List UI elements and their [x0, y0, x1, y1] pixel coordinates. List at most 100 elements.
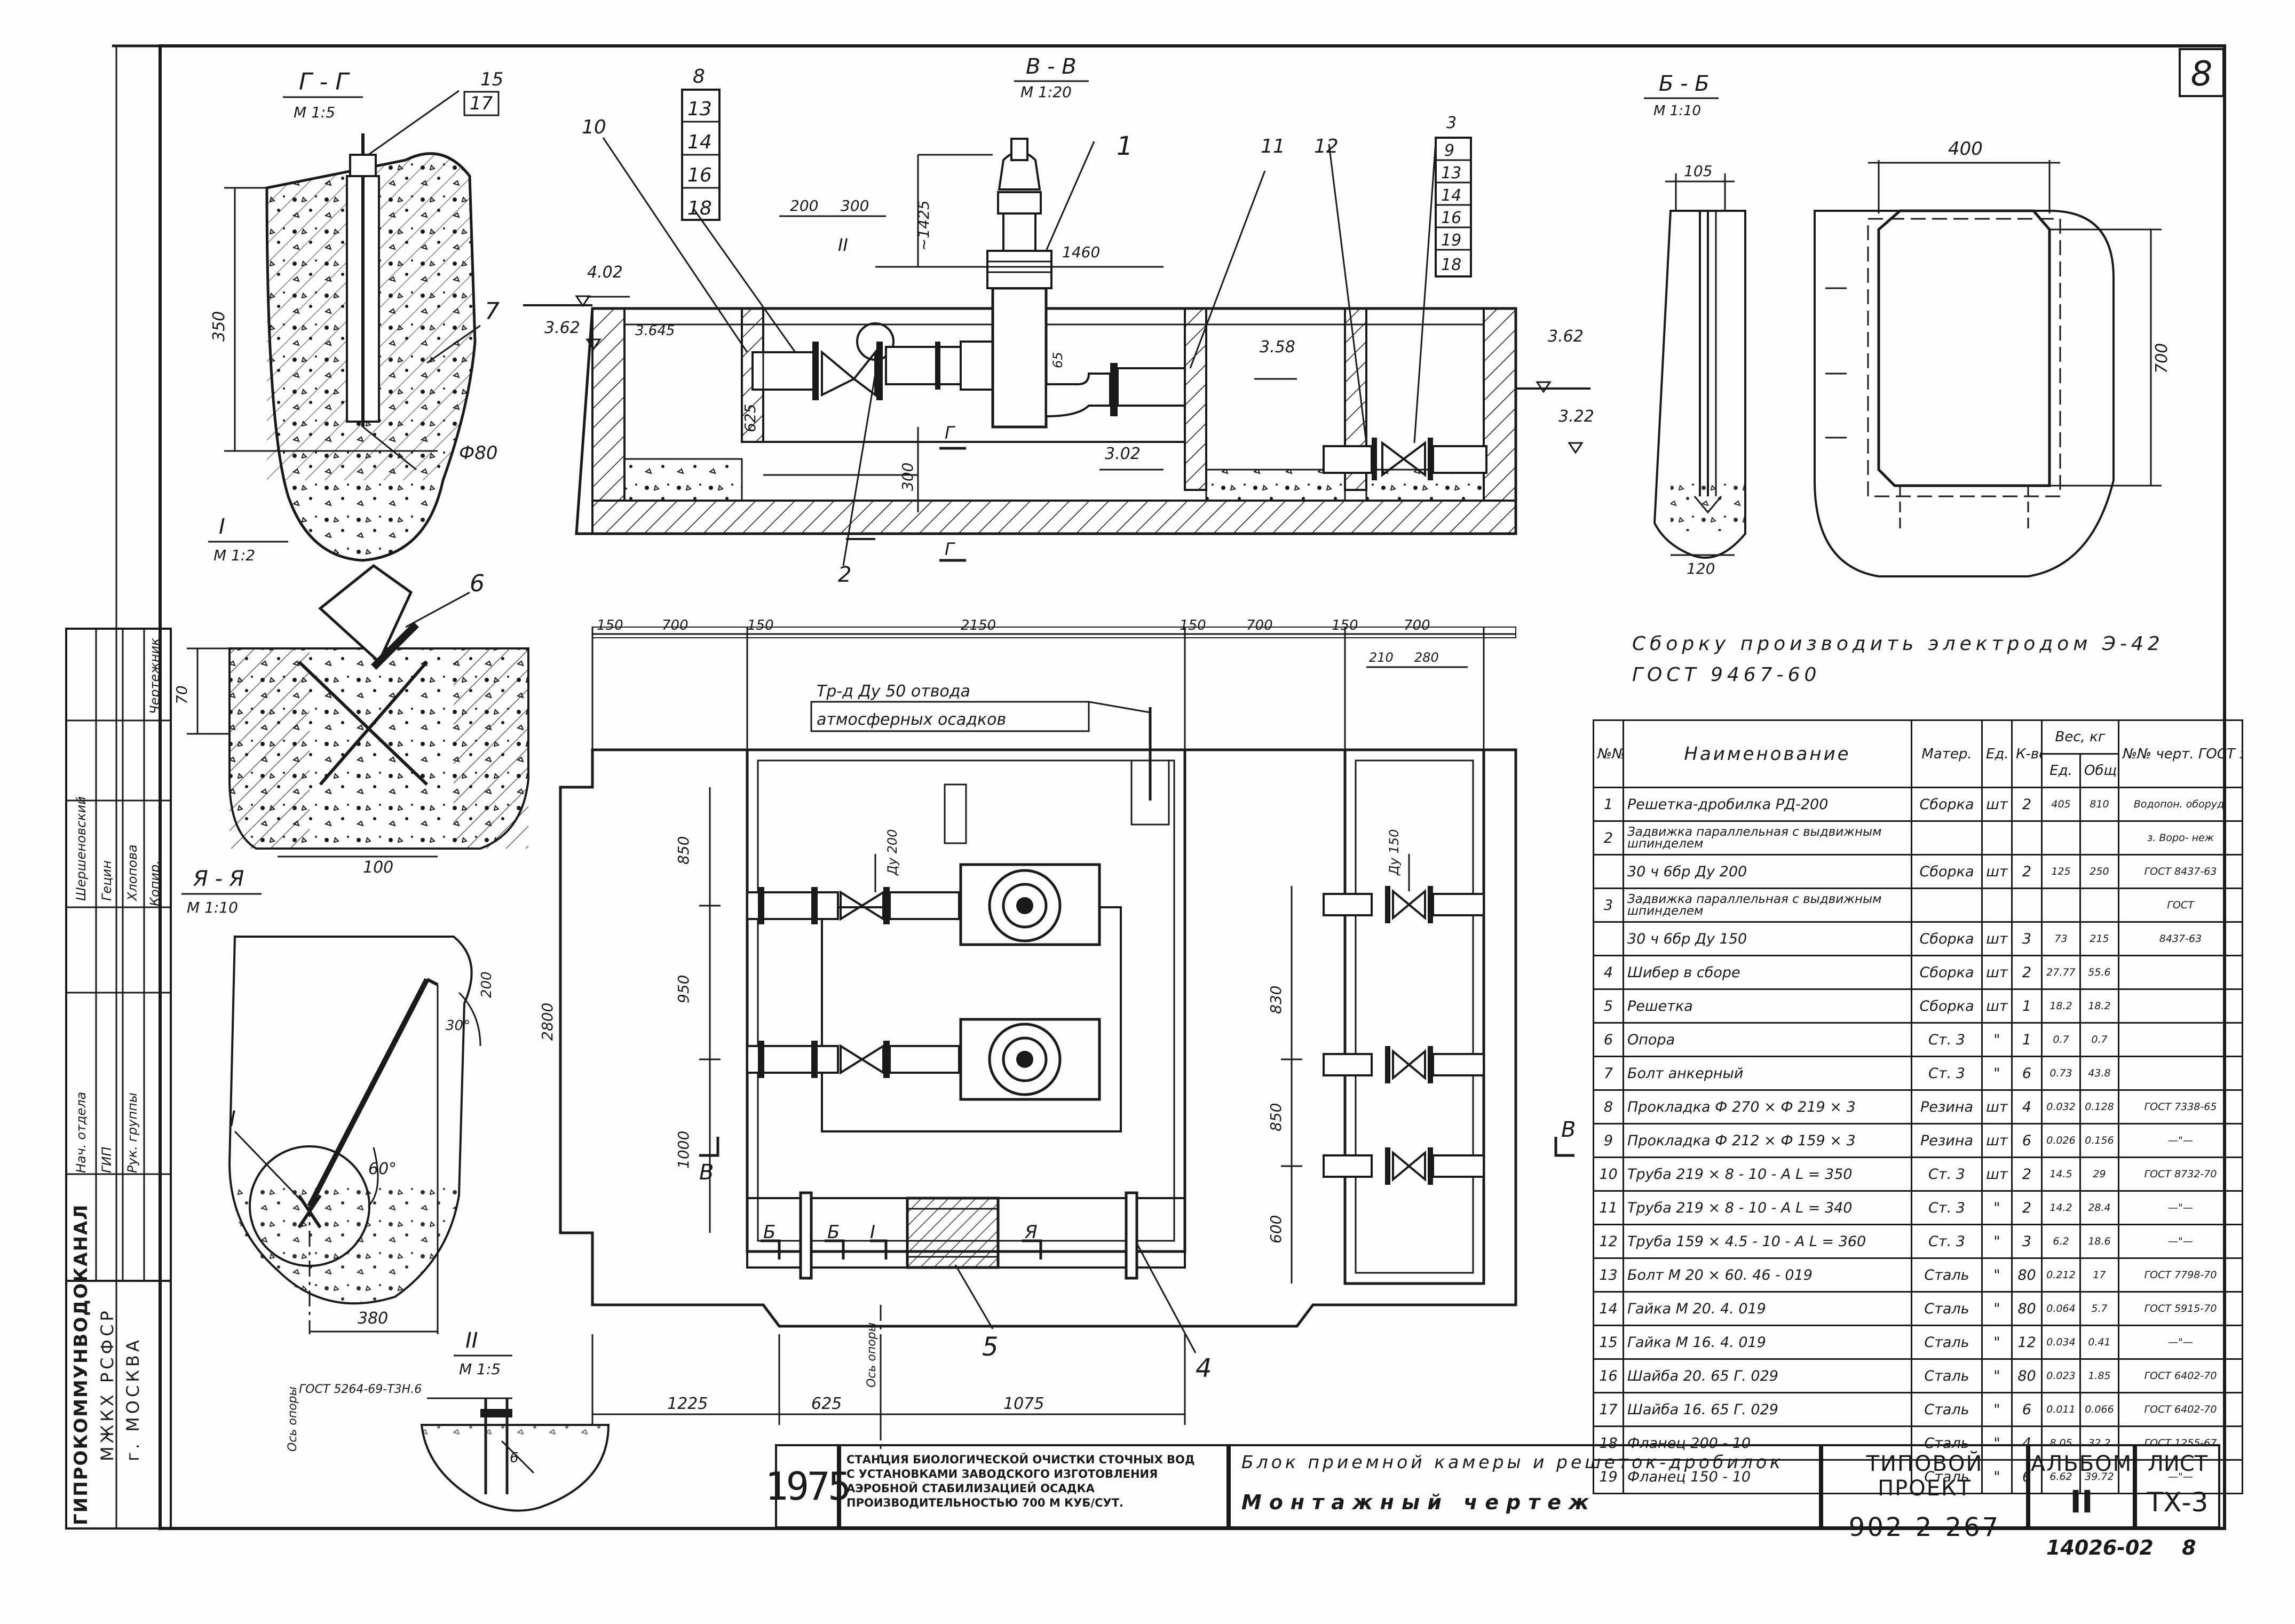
- spec-cell-material: Сборка: [1911, 955, 1983, 990]
- plan-callout-4: 4: [1196, 1353, 1212, 1383]
- spec-cell-unit: ": [1981, 1291, 2013, 1326]
- spec-cell-num: 16: [1593, 1358, 1624, 1393]
- spec-header-unit: Ед. изм.: [1981, 719, 2013, 788]
- plan-dim-600: 600: [1267, 1215, 1285, 1243]
- spec-cell-doc: —"—: [2118, 1459, 2243, 1494]
- spec-cell-weight-unit: 0.212: [2041, 1257, 2081, 1293]
- plan-dim-210: 210: [1369, 650, 1394, 665]
- spec-cell-material: Сталь: [1911, 1257, 1983, 1293]
- vv-dim-200: 200: [790, 197, 818, 215]
- spec-cell-name: Фланец 150 - 10: [1623, 1459, 1912, 1494]
- vv-dim-1460: 1460: [1062, 243, 1100, 261]
- stamp-name-3: Хлопова: [125, 844, 140, 901]
- stamp-grid: [65, 628, 172, 1530]
- plan-drain-line1: Тр-д Ду 50 отвода: [817, 682, 970, 701]
- spec-cell-material: Сборка: [1911, 787, 1983, 822]
- spec-cell-name: Болт М 20 × 60. 46 - 019: [1623, 1257, 1912, 1293]
- plan-dim-280: 280: [1414, 650, 1439, 665]
- bb-title: Б - Б: [1659, 72, 1710, 96]
- spec-cell-doc: ГОСТ 8732-70: [2118, 1156, 2243, 1192]
- spec-cell-name: Труба 219 × 8 - 10 - А L = 350: [1623, 1156, 1912, 1192]
- spec-cell-name: Решетка: [1623, 988, 1912, 1024]
- spec-cell-num: 6: [1593, 1022, 1624, 1057]
- spec-cell-qty: 2: [2011, 787, 2043, 822]
- vv-level-322: 3.22: [1558, 407, 1594, 426]
- plan-mark-b2: Б: [827, 1222, 840, 1243]
- spec-cell-num: [1593, 921, 1624, 956]
- vv-callout-14: 14: [687, 131, 712, 153]
- spec-cell-doc: ГОСТ 7798-70: [2118, 1257, 2243, 1293]
- gg-label-17: 17: [470, 93, 493, 114]
- vv-callout-18: 18: [687, 197, 712, 219]
- archive-number: 14026-02 8: [2046, 1536, 2196, 1559]
- bb-dim-120: 120: [1687, 560, 1715, 577]
- bb-dim-400: 400: [1948, 138, 1983, 160]
- plan-mark-ya: Я: [1024, 1222, 1038, 1243]
- spec-cell-name: Задвижка параллельная с выдвижным шпинде…: [1623, 820, 1912, 855]
- vv-level-358: 3.58: [1260, 338, 1295, 357]
- spec-cell-unit: ": [1981, 1325, 2013, 1360]
- stamp-name-1: Шершеновский: [74, 796, 89, 901]
- spec-cell-qty: [2011, 820, 2043, 855]
- spec-cell-weight-total: 215: [2079, 921, 2119, 956]
- spec-cell-num: 13: [1593, 1257, 1624, 1293]
- yaya-scale: М 1:10: [187, 899, 238, 916]
- spec-cell-weight-unit: 73: [2041, 921, 2081, 956]
- bb-scale: М 1:10: [1653, 103, 1701, 119]
- vv-callout-19: 19: [1441, 231, 1461, 250]
- spec-cell-name: Гайка М 20. 4. 019: [1623, 1291, 1912, 1326]
- title-station: СТАНЦИЯ БИОЛОГИЧЕСКОЙ ОЧИСТКИ СТОЧНЫХ ВО…: [839, 1444, 1229, 1528]
- spec-cell-unit: шт: [1981, 1089, 2013, 1124]
- spec-cell-qty: 80: [2011, 1257, 2043, 1293]
- spec-cell-weight-total: 0.128: [2079, 1089, 2119, 1124]
- spec-cell-doc: ГОСТ: [2118, 888, 2243, 923]
- title-album: АЛЬБОМ II: [2028, 1444, 2135, 1528]
- yaya-dim-200: 200: [479, 971, 495, 998]
- vv-callout-13: 13: [687, 98, 712, 120]
- i-dim-70: 70: [173, 685, 191, 704]
- spec-cell-unit: шт: [1981, 1156, 2013, 1192]
- title-sheet-number: ТХ-3: [2147, 1487, 2209, 1518]
- title-album-number: II: [2070, 1484, 2093, 1520]
- gg-title: Г - Г: [299, 68, 350, 96]
- stamp-org-line2: МЖКХ РСФСР: [97, 1308, 117, 1461]
- plan-dim-2800: 2800: [539, 1003, 556, 1041]
- spec-cell-weight-total: 0.066: [2079, 1392, 2119, 1427]
- spec-cell-doc: ГОСТ 7338-65: [2118, 1089, 2243, 1124]
- ii-label-6: 6: [510, 1450, 519, 1466]
- bb-dim-700: 700: [2152, 343, 2171, 374]
- spec-cell-num: 1: [1593, 787, 1624, 822]
- yaya-dim-380: 380: [358, 1309, 388, 1328]
- plan-view: [559, 627, 1574, 1457]
- bb-dim-105: 105: [1684, 162, 1712, 180]
- gg-scale: М 1:5: [294, 104, 335, 121]
- plan-axis-label: Ось опоры: [865, 1322, 879, 1388]
- spec-cell-num: 2: [1593, 820, 1624, 855]
- spec-cell-weight-unit: 0.011: [2041, 1392, 2081, 1427]
- title-block-line1: Блок приемной камеры и решеток-дробилок: [1241, 1452, 1784, 1472]
- i-dim-100: 100: [363, 858, 393, 877]
- title-sheet: ЛИСТ ТХ-3: [2135, 1444, 2220, 1528]
- spec-cell-weight-total: 28.4: [2079, 1190, 2119, 1225]
- vv-callout-11: 11: [1261, 136, 1285, 157]
- welding-note: Сборку производить электродом Э-42 ГОСТ …: [1632, 629, 2164, 691]
- spec-cell-unit: шт: [1981, 1123, 2013, 1158]
- spec-header-num: №№ п/п: [1593, 719, 1624, 788]
- yaya-axis-label: Ось опоры: [286, 1387, 299, 1452]
- view-yaya: [228, 936, 481, 1334]
- spec-cell-num: 4: [1593, 955, 1624, 990]
- spec-cell-num: 19: [1593, 1459, 1624, 1494]
- gg-dim-350: 350: [210, 311, 228, 342]
- spec-cell-weight-unit: 0.034: [2041, 1325, 2081, 1360]
- gg-dim-phi80: Ф80: [459, 442, 498, 464]
- vv-callout-16b: 16: [1441, 209, 1461, 227]
- spec-cell-unit: [1981, 820, 2013, 855]
- spec-cell-qty: 1: [2011, 988, 2043, 1024]
- spec-cell-material: Сталь: [1911, 1291, 1983, 1326]
